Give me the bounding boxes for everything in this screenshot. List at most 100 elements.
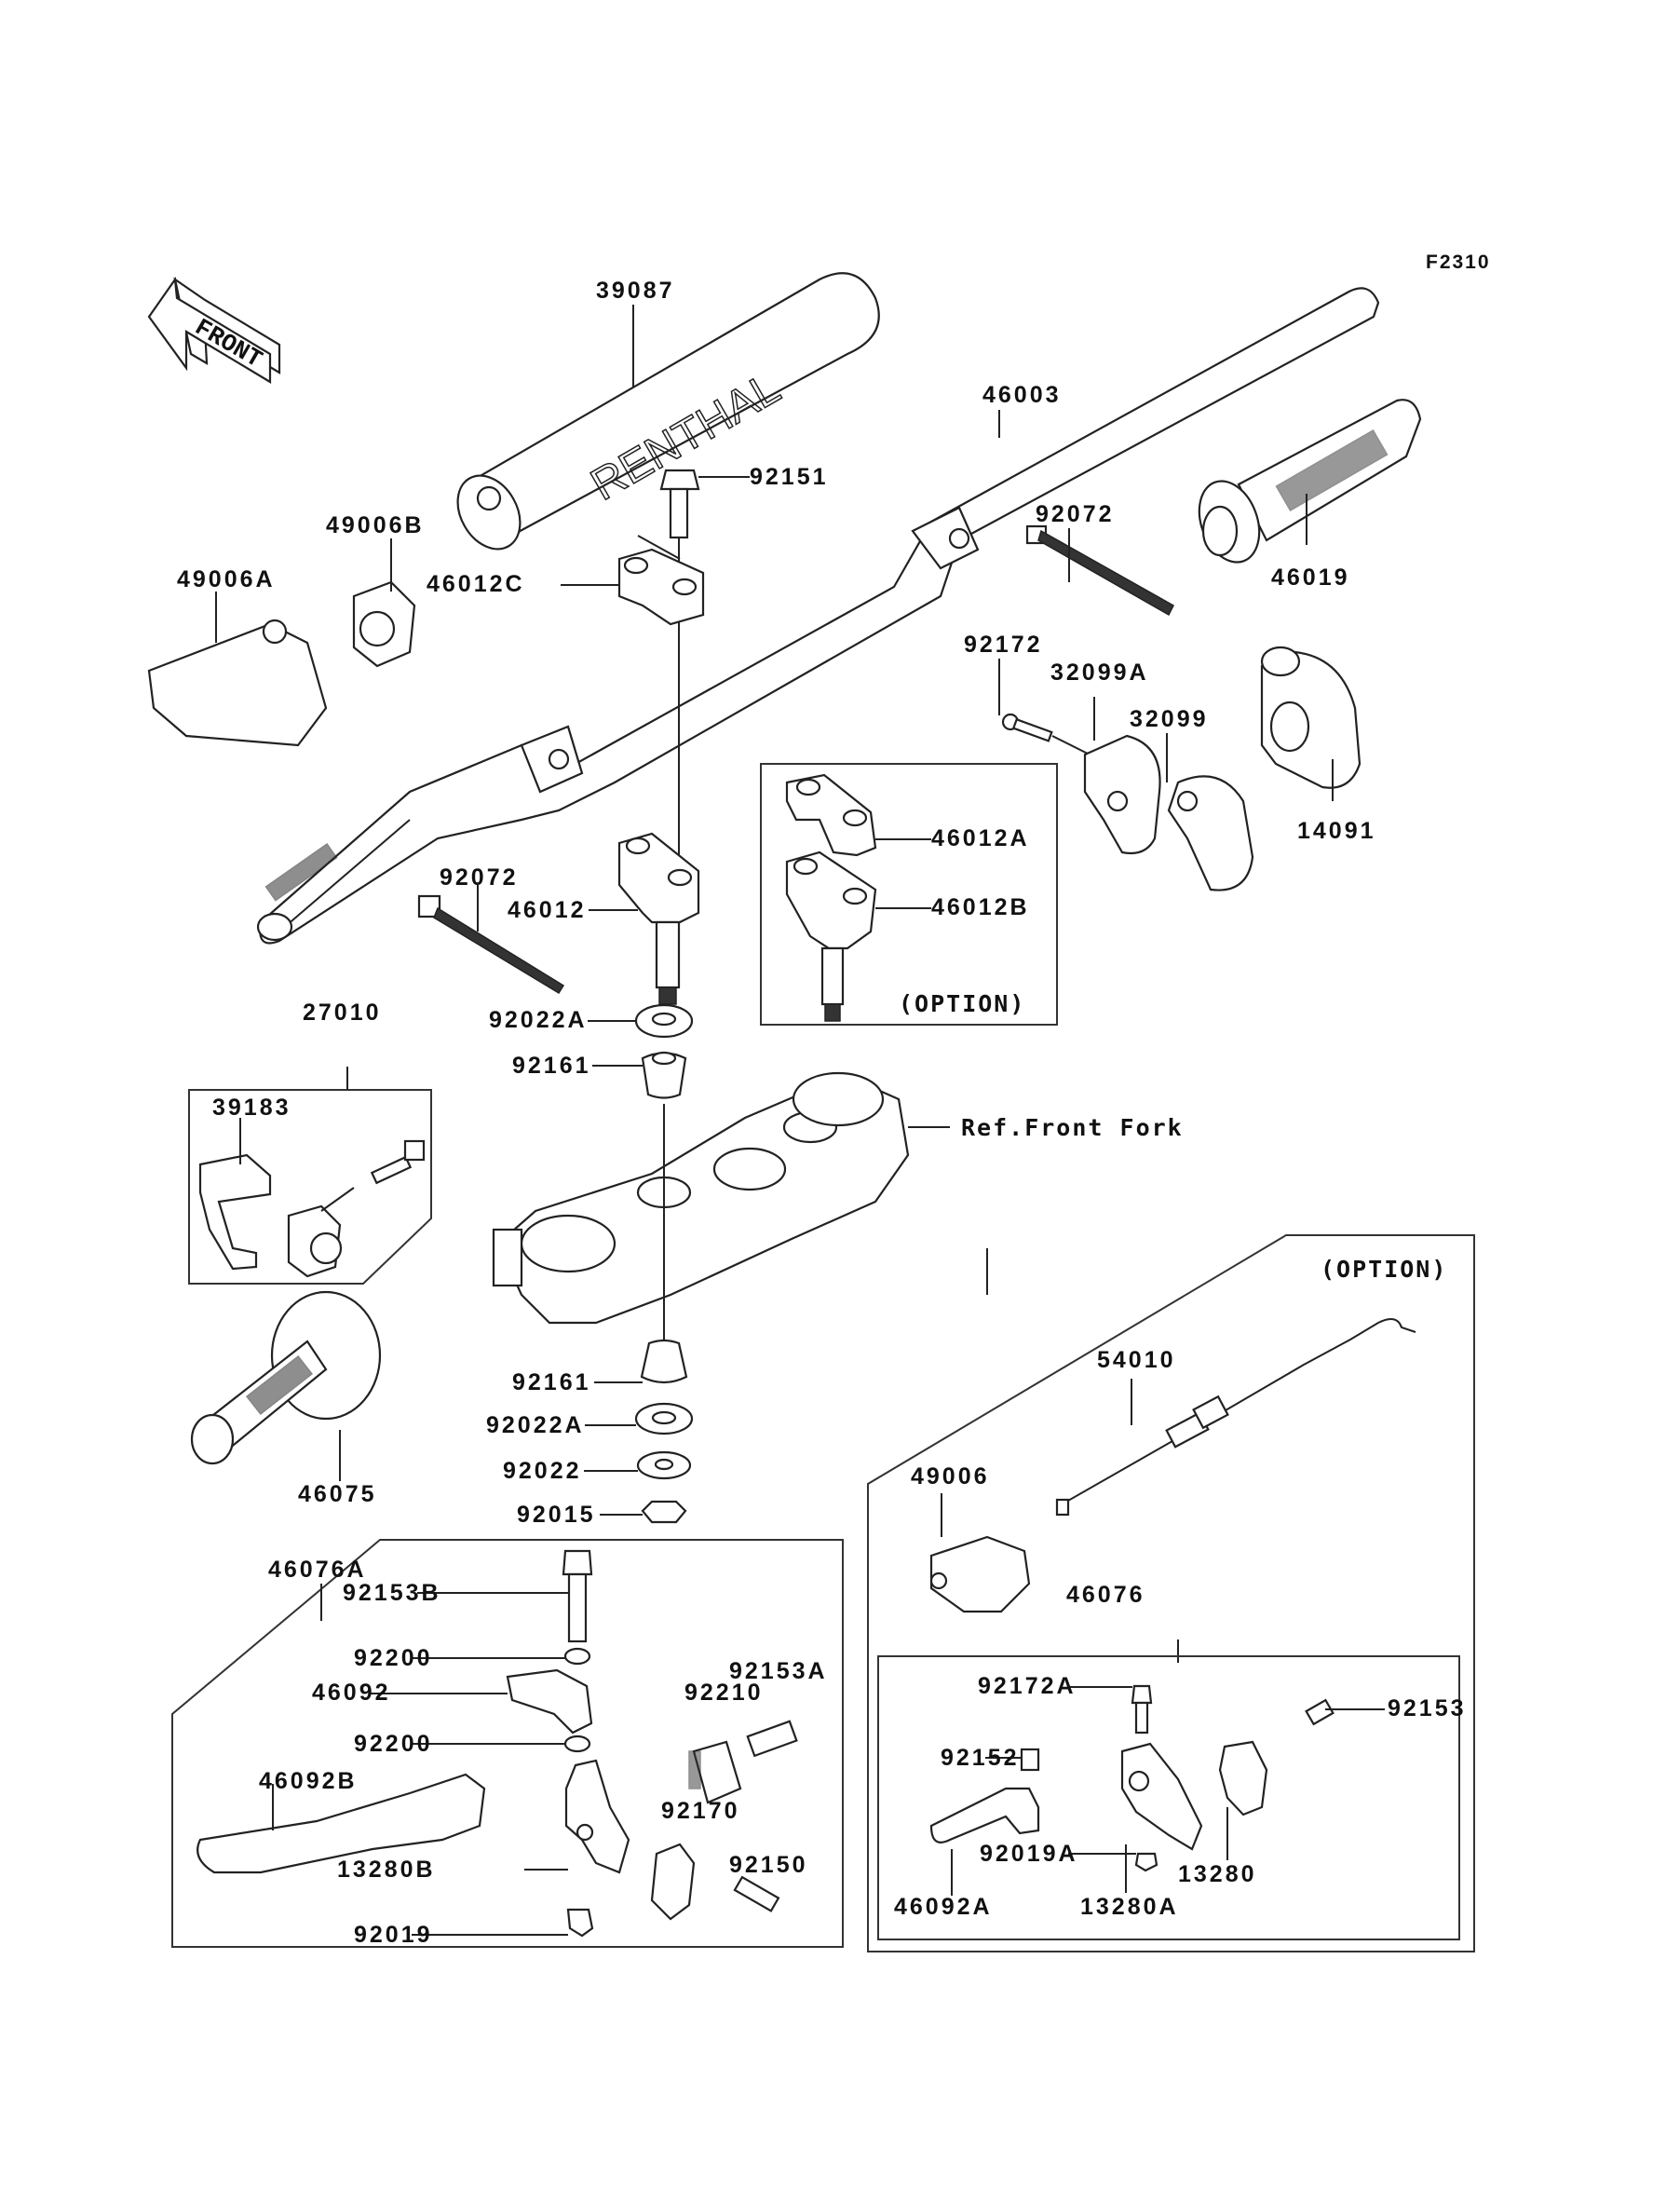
label-13280: 13280 <box>1178 1861 1257 1887</box>
riser-46012 <box>617 832 700 1005</box>
label-92022A-top: 92022A <box>489 1007 588 1033</box>
throttle-cover-32099 <box>1167 775 1254 891</box>
lever-46092A <box>929 1787 1040 1843</box>
throttle-grip-46019 <box>1198 399 1422 564</box>
label-92172A: 92172A <box>978 1673 1077 1699</box>
engine-stop-switch <box>287 1139 426 1278</box>
lever-arm-46092 <box>506 1668 593 1735</box>
label-92150: 92150 <box>729 1852 808 1878</box>
brake-lever-assy-box-46076 <box>877 1655 1460 1940</box>
label-92015: 92015 <box>517 1502 596 1528</box>
switch-kit-box-27010 <box>188 1089 432 1285</box>
front-arrow-icon: FRONT <box>147 276 281 384</box>
washer-92200-bottom <box>563 1735 591 1753</box>
ref-front-fork-label: Ref.Front Fork <box>961 1114 1184 1141</box>
adjuster-92210 <box>688 1740 742 1804</box>
label-92161-top: 92161 <box>512 1053 591 1079</box>
switch-bracket-39183 <box>198 1153 272 1271</box>
bolt-92153A <box>746 1720 798 1758</box>
label-32099: 32099 <box>1130 706 1209 732</box>
handlebar-pad-39087: RENTHAL <box>456 272 880 551</box>
label-92200-bottom: 92200 <box>354 1731 433 1757</box>
label-13280B: 13280B <box>337 1857 436 1883</box>
bolt-92150 <box>733 1875 780 1912</box>
label-92172: 92172 <box>964 632 1043 658</box>
label-13280A: 13280A <box>1080 1894 1179 1920</box>
throttle-cover-32099A <box>1083 734 1161 855</box>
riser-46012B <box>785 850 877 1022</box>
figure-code: F2310 <box>1426 252 1491 273</box>
option-label-throttle: (OPTION) <box>1321 1256 1448 1283</box>
throttle-cable-54010 <box>1055 1318 1416 1517</box>
label-92161-bottom: 92161 <box>512 1369 591 1395</box>
nut-92015 <box>641 1500 687 1524</box>
clamp-92170 <box>650 1843 696 1921</box>
label-46003: 46003 <box>982 382 1062 408</box>
washer-92200-top <box>563 1647 591 1666</box>
riser-clamp-46012A <box>785 773 877 857</box>
label-14091: 14091 <box>1297 818 1376 844</box>
label-46019: 46019 <box>1271 565 1350 591</box>
nut-92019A <box>1134 1852 1158 1872</box>
throttle-cover-14091 <box>1260 646 1362 789</box>
label-92153: 92153 <box>1388 1695 1467 1721</box>
label-32099A: 32099A <box>1050 660 1149 686</box>
label-92019A: 92019A <box>980 1841 1078 1867</box>
label-92019: 92019 <box>354 1922 433 1948</box>
lever-holder-13280B <box>564 1759 630 1874</box>
label-46012: 46012 <box>508 897 587 923</box>
handlebar-46003 <box>256 287 1380 945</box>
throttle-housing-49006 <box>929 1535 1031 1613</box>
option-box-throttle <box>867 1234 1475 1952</box>
clutch-lever-assy-box-46076A <box>171 1539 844 1948</box>
cable-tie-92072-right <box>1025 524 1174 617</box>
label-46092B: 46092B <box>259 1768 358 1794</box>
label-54010: 54010 <box>1097 1347 1176 1373</box>
label-46092: 46092 <box>312 1680 391 1706</box>
label-92200-top: 92200 <box>354 1645 433 1671</box>
nut-92019 <box>566 1908 594 1938</box>
triple-clamp-ref-front-fork <box>492 1071 950 1341</box>
label-92153A: 92153A <box>729 1658 828 1684</box>
lever-holder-13280A <box>1120 1742 1203 1851</box>
rubber-92161-bottom <box>640 1339 688 1384</box>
label-46075: 46075 <box>298 1481 377 1507</box>
label-92022A-bottom: 92022A <box>486 1412 585 1438</box>
label-49006A: 49006A <box>177 566 276 592</box>
throttle-housing-49006A <box>147 619 328 747</box>
lever-46092B <box>196 1773 486 1874</box>
label-92072-right: 92072 <box>1036 501 1115 527</box>
label-46076A: 46076A <box>268 1557 367 1583</box>
label-92153B: 92153B <box>343 1580 441 1606</box>
label-46076: 46076 <box>1066 1582 1145 1608</box>
label-92170: 92170 <box>661 1798 740 1824</box>
bolt-92153 <box>1305 1698 1335 1726</box>
label-46092A: 46092A <box>894 1894 993 1920</box>
clamp-46012C <box>617 535 705 626</box>
label-46012C: 46012C <box>427 571 525 597</box>
clamp-13280 <box>1218 1740 1268 1816</box>
cable-adjuster-49006B <box>352 580 416 668</box>
label-92151: 92151 <box>750 464 829 490</box>
screw-92172A <box>1131 1684 1153 1735</box>
label-49006: 49006 <box>911 1463 990 1490</box>
label-46012A: 46012A <box>931 825 1030 851</box>
option-label-riser: (OPTION) <box>899 990 1026 1017</box>
label-27010: 27010 <box>303 1000 382 1026</box>
grip-46075 <box>190 1290 382 1465</box>
option-box-riser <box>760 763 1058 1026</box>
label-92022: 92022 <box>503 1458 582 1484</box>
bolt-92153B <box>562 1549 593 1643</box>
leader-lines <box>215 305 1385 1936</box>
label-92152: 92152 <box>941 1745 1020 1771</box>
label-39087: 39087 <box>596 278 675 304</box>
collar-92152 <box>1020 1748 1040 1772</box>
label-49006B: 49006B <box>326 512 425 538</box>
screw-92172 <box>1001 713 1100 760</box>
label-92210: 92210 <box>684 1680 764 1706</box>
label-39183: 39183 <box>212 1095 291 1121</box>
label-46012B: 46012B <box>931 894 1030 920</box>
label-92072-left: 92072 <box>440 864 519 891</box>
